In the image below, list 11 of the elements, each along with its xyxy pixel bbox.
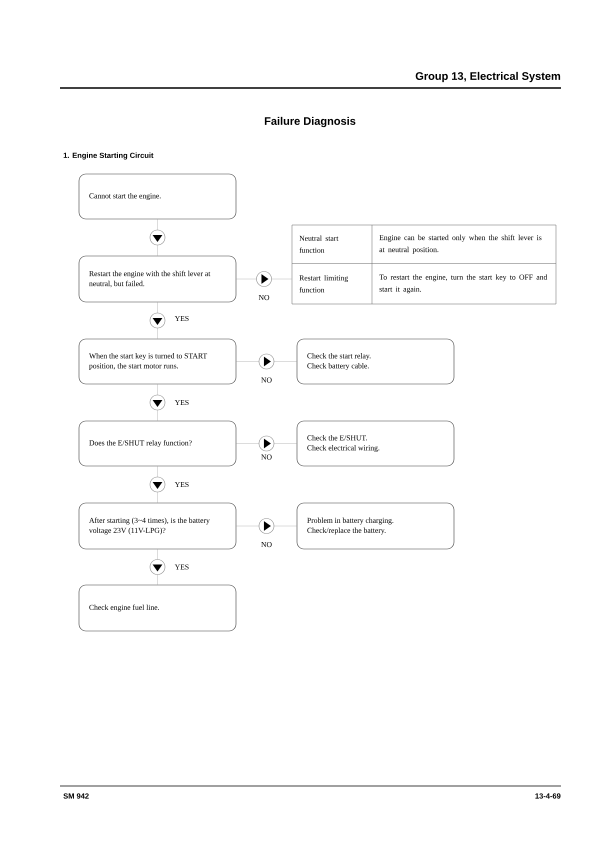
arrow-icon	[150, 384, 166, 421]
arrow-icon	[150, 219, 166, 256]
arrow-icon	[150, 466, 166, 503]
title: Failure Diagnosis	[264, 116, 356, 128]
arrow-icon	[150, 549, 166, 585]
arrow-icon	[236, 436, 297, 452]
arrow-icon	[236, 518, 297, 534]
arrow-icon	[150, 302, 166, 339]
arrow-icon	[236, 354, 297, 370]
page-header: Group 13, Electrical System	[416, 72, 560, 82]
arrow-icon	[236, 271, 292, 287]
